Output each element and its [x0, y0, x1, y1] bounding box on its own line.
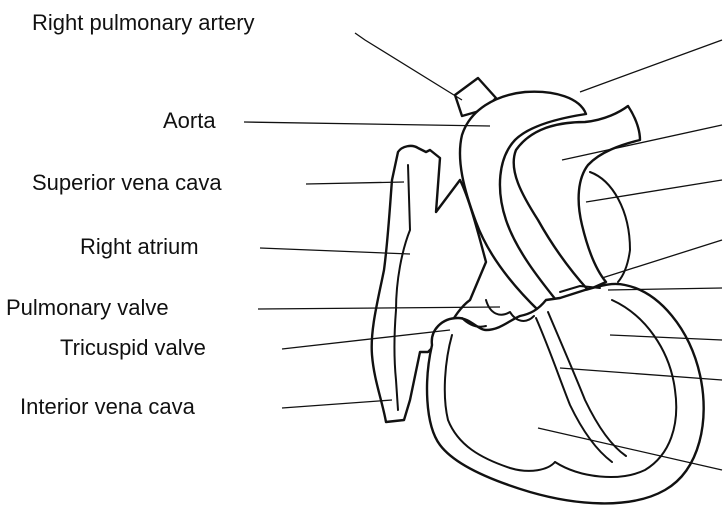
leader-superior-vena-cava — [306, 182, 404, 184]
leader-right-4 — [602, 240, 722, 278]
label-right-atrium: Right atrium — [80, 236, 199, 258]
leader-right-pulmonary-artery — [355, 33, 462, 100]
label-tricuspid-valve: Tricuspid valve — [60, 337, 206, 359]
leader-inferior-vena-cava — [282, 400, 392, 408]
leader-right-1 — [580, 40, 722, 92]
label-superior-vena-cava: Superior vena cava — [32, 172, 222, 194]
leader-aorta — [244, 122, 490, 126]
heart-drawing — [372, 78, 704, 503]
label-right-pulmonary-artery: Right pulmonary artery — [32, 12, 255, 34]
label-aorta: Aorta — [163, 110, 216, 132]
pulmonary-trunk-shape — [514, 106, 640, 290]
label-pulmonary-valve: Pulmonary valve — [6, 297, 169, 319]
label-inferior-vena-cava: Interior vena cava — [20, 396, 195, 418]
